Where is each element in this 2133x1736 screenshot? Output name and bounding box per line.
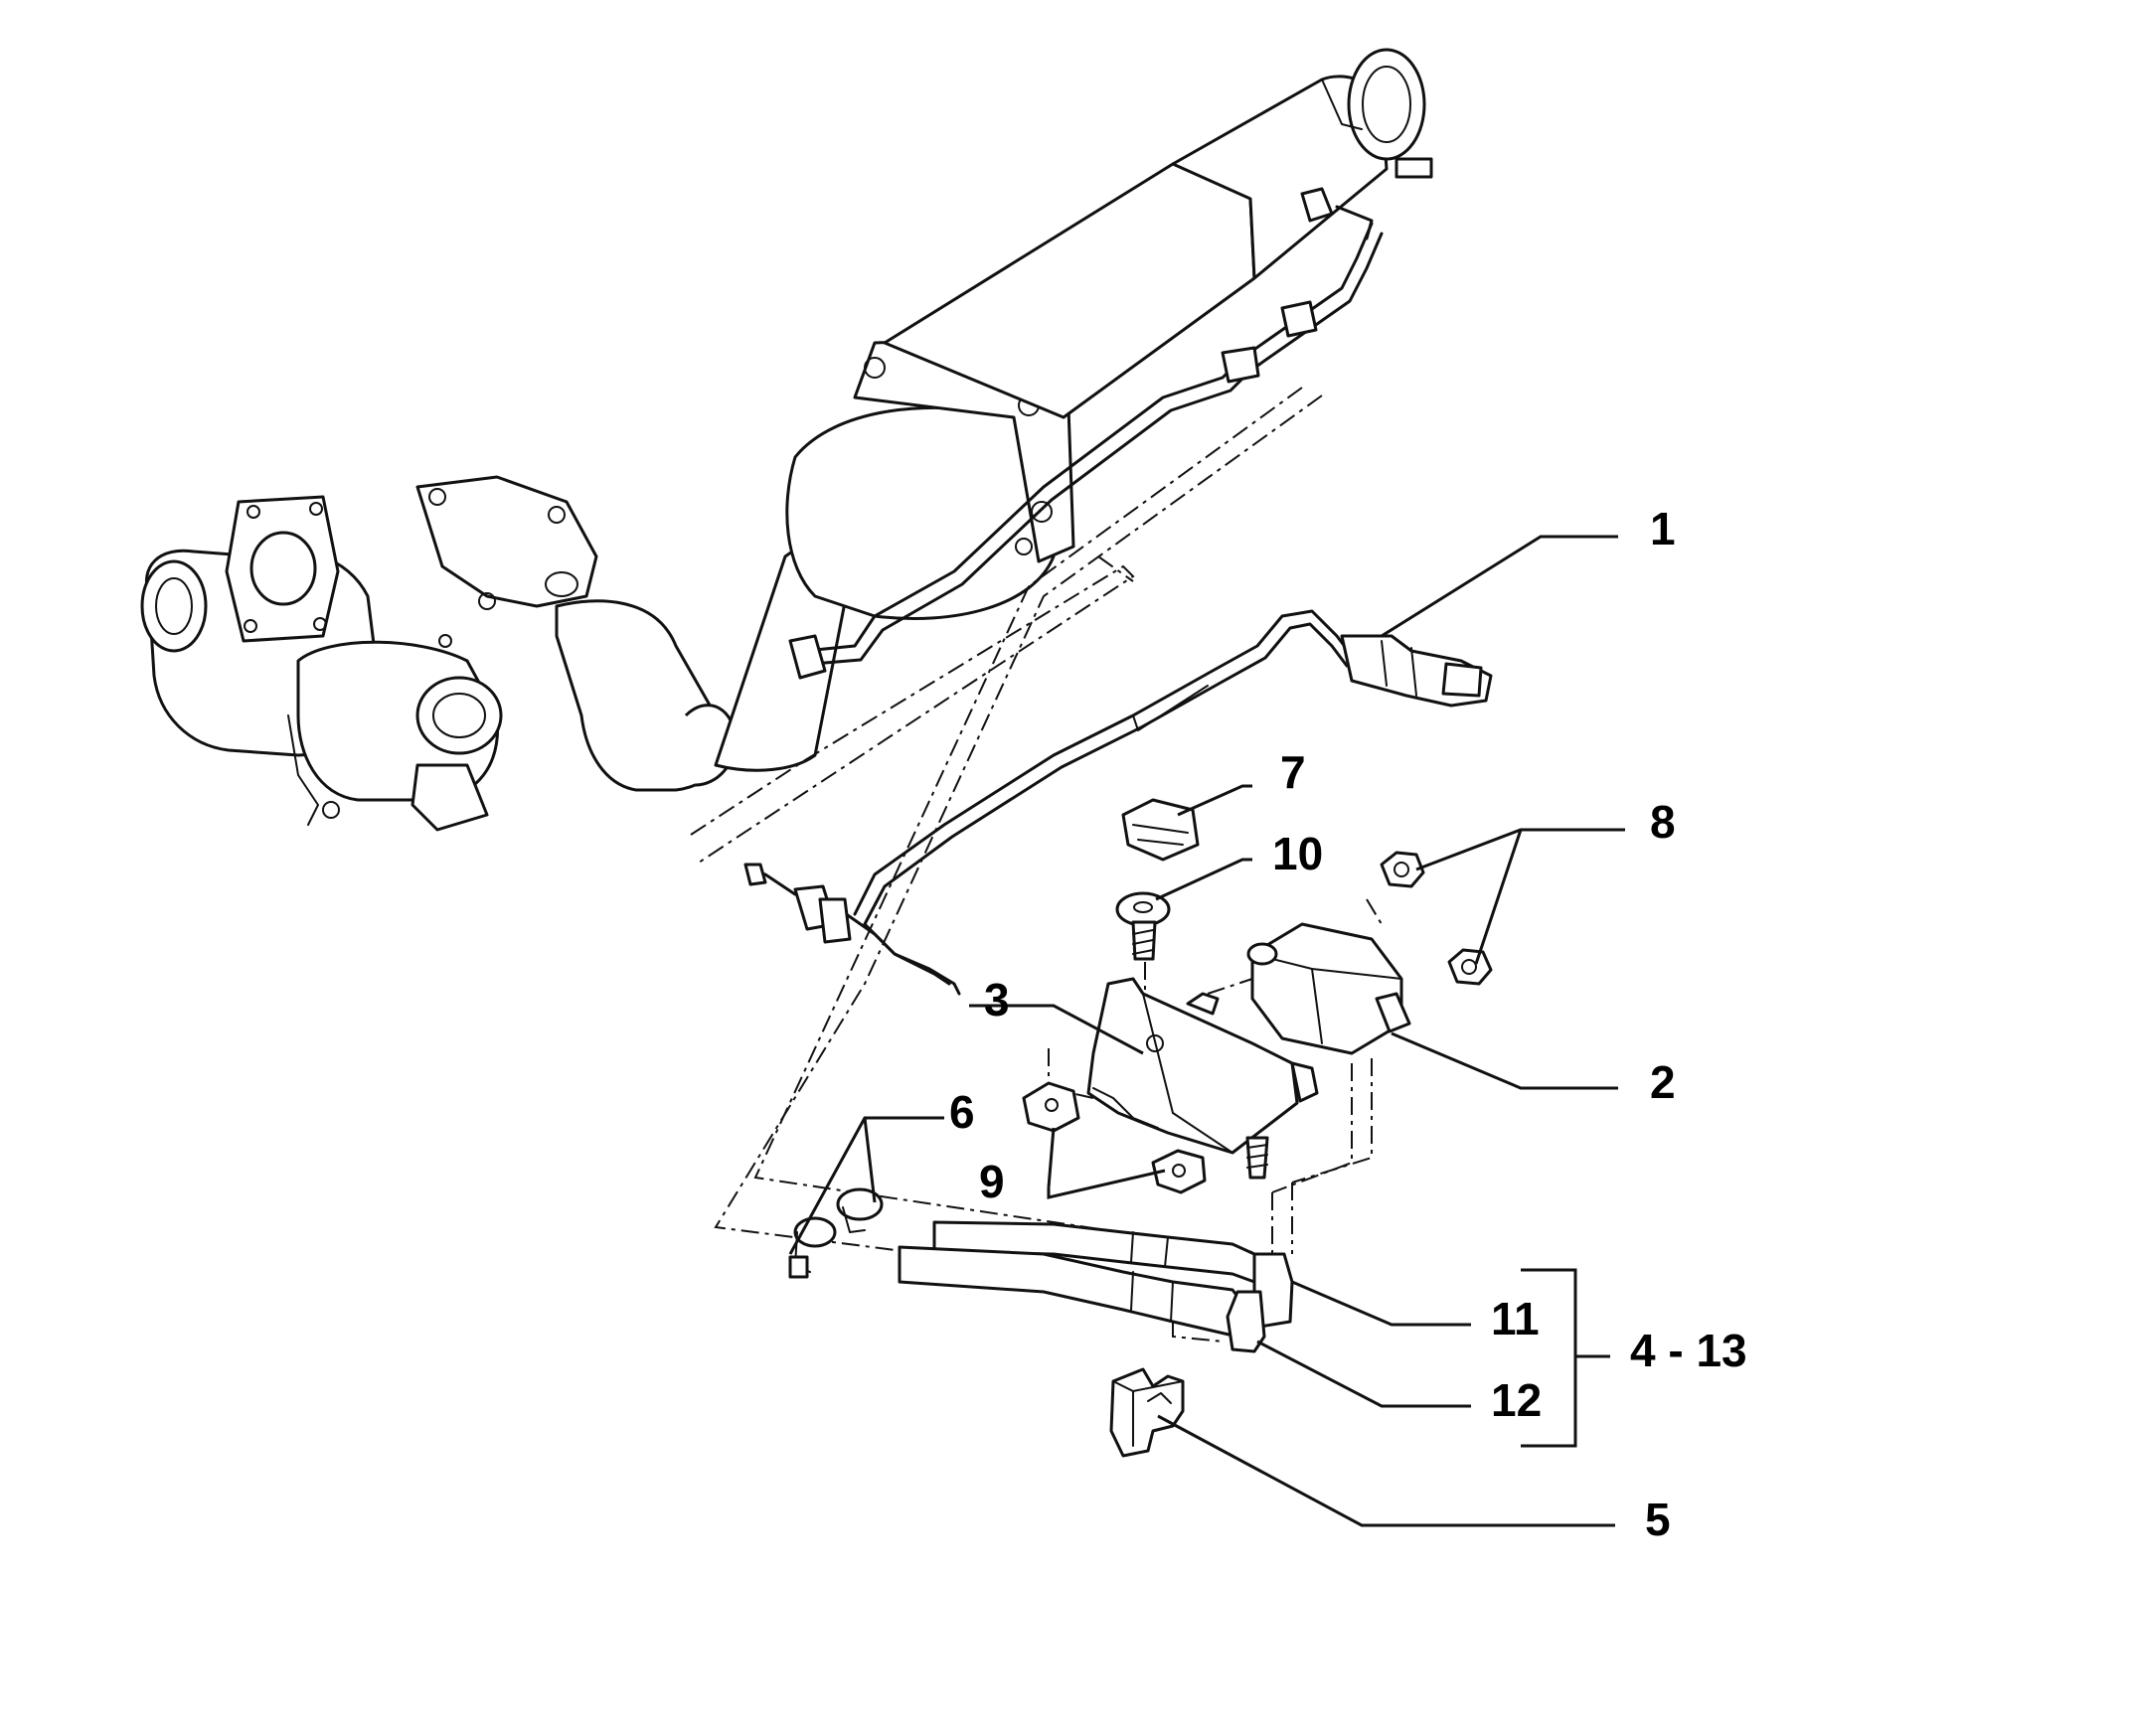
part-8-nuts	[1380, 851, 1493, 986]
callout-9: 9	[979, 1156, 1005, 1207]
callout-12: 12	[1491, 1374, 1542, 1426]
part-1-temperature-sensor	[743, 609, 1493, 996]
part-7-clip	[1121, 798, 1200, 862]
callout-3: 3	[984, 974, 1010, 1026]
callout-6: 6	[949, 1086, 975, 1138]
callout-labels: 1 7 8 10 3 2 6 9 11 4 - 13 12 5	[949, 503, 1747, 1545]
part-10-screw	[1115, 891, 1171, 1024]
callout-4-13: 4 - 13	[1630, 1325, 1747, 1376]
part-6-hose-clamps	[788, 1187, 884, 1279]
callout-5: 5	[1645, 1494, 1671, 1545]
part-2-pressure-sensor	[1207, 898, 1411, 1055]
part-9-clip-nuts	[1022, 1081, 1207, 1194]
part-5-hose-holder	[1109, 1367, 1185, 1458]
catalytic-converter	[714, 336, 1075, 772]
callout-7: 7	[1280, 746, 1306, 798]
callout-2: 2	[1650, 1056, 1676, 1108]
callout-8: 8	[1650, 796, 1676, 848]
particulate-filter-body	[883, 48, 1426, 419]
parts-11-12-hoses	[898, 1058, 1373, 1353]
turbocharger	[140, 495, 503, 832]
part-3-bracket	[1048, 977, 1319, 1180]
assembly-boundary-lines	[690, 387, 1323, 1298]
callout-10: 10	[1272, 828, 1323, 879]
callout-1: 1	[1650, 503, 1676, 554]
callout-11: 11	[1491, 1293, 1540, 1344]
exhaust-downpipe	[415, 475, 738, 792]
sensor-pipes	[788, 157, 1433, 680]
leader-lines	[788, 535, 1625, 1527]
